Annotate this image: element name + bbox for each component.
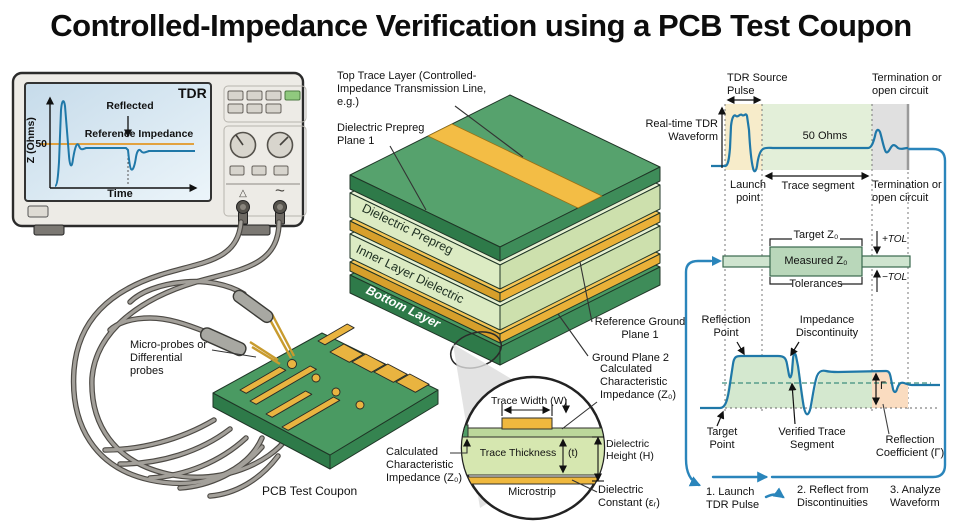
termination-top-label: Termination or open circuit <box>872 72 942 97</box>
screen-reference-impedance-label: Reference Impedance <box>84 128 194 140</box>
fifty-ohms-label: 50 Ohms <box>802 130 848 142</box>
sine-connector-symbol: ~ <box>275 181 285 200</box>
tolerances-label: Tolerances <box>789 278 843 290</box>
scope-controls <box>223 85 307 225</box>
measured-z0-label: Measured Z₀ <box>784 255 848 267</box>
microstrip-cross-section <box>462 417 604 485</box>
trace-thickness-label: Trace Thickness <box>479 447 557 459</box>
triangle-connector-symbol: △ <box>239 188 247 199</box>
calc-impedance-right-label: Calculated Characteristic Impedance (Z₀) <box>600 363 677 401</box>
screen-reflected-label: Reflected <box>106 100 154 112</box>
step-2-label: 2. Reflect from Discontinuities <box>797 484 869 509</box>
scope-knobs <box>229 131 294 159</box>
screen-x-axis-label: Time <box>107 188 133 200</box>
micro-probes-label: Micro-probes or Differential probes <box>130 339 208 377</box>
magnifier <box>450 344 606 521</box>
top-copper-trace <box>427 123 603 209</box>
top-trace-layer-label: Top Trace Layer (Controlled-Impedance Tr… <box>337 70 487 108</box>
tdr-screen-plot <box>40 96 198 192</box>
dielectric-constant-label: Dielectric Constant (εᵣ) <box>598 484 660 509</box>
step-3-label: 3. Analyze Waveform <box>890 484 941 509</box>
thickness-symbol-label: (t) <box>568 447 578 459</box>
calc-impedance-left-label: Calculated Characteristic Impedance (Z₀) <box>386 446 463 484</box>
impedance-discontinuity-label: Impedance Discontinuity <box>795 314 859 339</box>
reflection-point-label: Reflection Point <box>701 314 751 339</box>
microstrip-caption: Microstrip <box>508 486 556 498</box>
oscilloscope <box>11 71 307 236</box>
target-z0-label: Target Z₀ <box>793 229 839 241</box>
pcb-test-coupon-label: PCB Test Coupon <box>262 484 358 498</box>
trace-width-label: Trace Width (W) <box>490 395 568 407</box>
probe-cables <box>70 219 290 499</box>
layer-stack <box>349 94 661 369</box>
minus-tol-label: −TOL <box>882 272 908 283</box>
reference-ground-plane1-label: Reference Ground Plane 1 <box>594 316 686 341</box>
dielectric-prepreg-plane1-label: Dielectric Prepreg Plane 1 <box>337 122 425 147</box>
tdr-bottom-chart <box>700 341 940 435</box>
screen-y-tick-50: 50 <box>35 138 47 150</box>
flow-connectors <box>684 147 947 499</box>
trace-segment-label: Trace segment <box>781 180 855 192</box>
micro-probes <box>199 289 296 366</box>
reflection-coefficient-label: Reflection Coefficient (Γ) <box>875 434 945 459</box>
gamma-symbol: Γ <box>880 380 887 392</box>
tdr-source-pulse-label: TDR Source Pulse <box>727 72 788 97</box>
dimension-arrows <box>501 399 604 482</box>
launch-point-label: Launch point <box>729 179 767 204</box>
tdr-top-chart <box>711 96 910 412</box>
pcb-test-coupon <box>199 289 439 470</box>
ground-plane2-label: Ground Plane 2 <box>592 352 670 364</box>
realtime-tdr-waveform-label: Real-time TDR Waveform <box>645 118 718 143</box>
dielectric-height-label: Dielectric Height (H) <box>606 438 654 463</box>
target-point-label: Target Point <box>706 426 738 451</box>
page-title: Controlled-Impedance Verification using … <box>50 8 912 43</box>
scope-connectors <box>236 200 287 225</box>
tdr-device-label: TDR <box>178 85 207 101</box>
step-1-label: 1. Launch TDR Pulse <box>706 486 760 511</box>
plus-tol-label: +TOL <box>882 234 908 245</box>
coupon-pads <box>239 323 430 431</box>
scope-buttons <box>227 90 301 114</box>
tolerance-bar <box>722 231 911 292</box>
termination-bottom-label: Termination or open circuit <box>872 179 942 204</box>
verified-trace-segment-label: Verified Trace Segment <box>778 426 846 451</box>
